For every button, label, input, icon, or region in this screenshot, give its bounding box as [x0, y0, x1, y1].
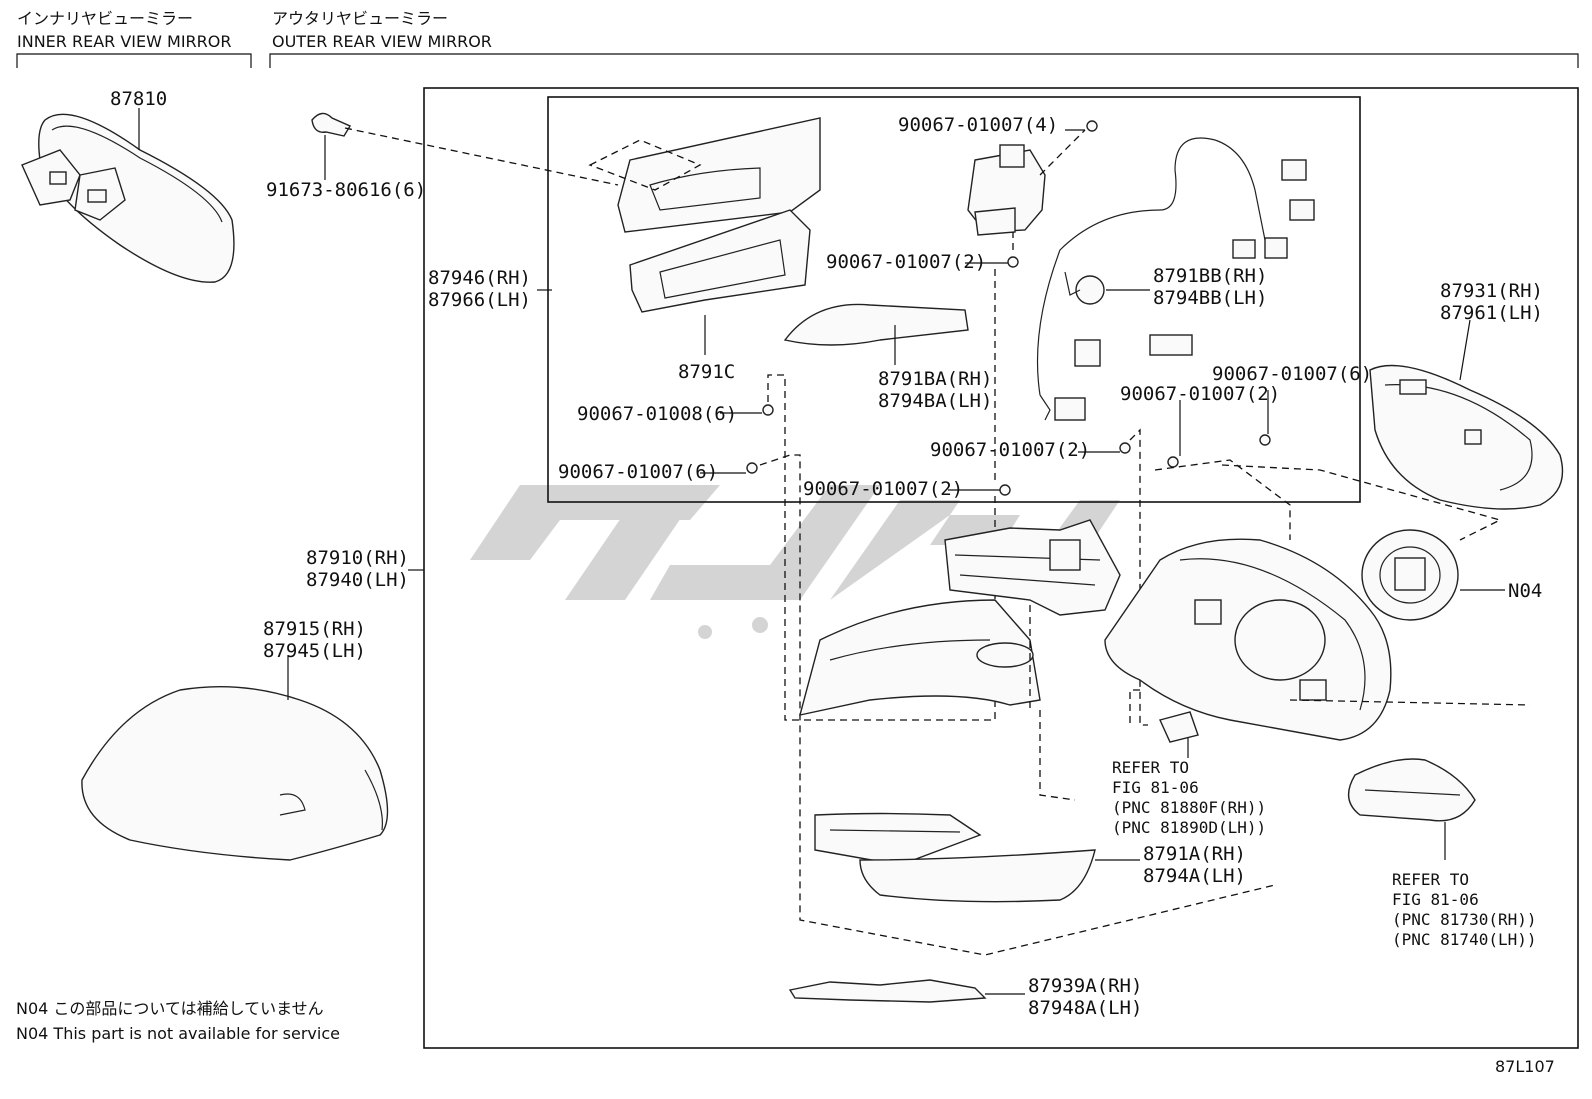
label-87940-lh: 87940(LH): [306, 569, 409, 591]
assembly-dash-lines: [1029, 605, 1531, 801]
label-90067-01007-6b: 90067-01007(6): [1212, 363, 1372, 385]
label-90067-01007-2c: 90067-01007(2): [930, 439, 1090, 461]
label-90067-01007-2d: 90067-01007(2): [1120, 383, 1280, 405]
heater-8791BA: [783, 303, 969, 365]
refer1-line3: (PNC 81880F(RH)): [1112, 798, 1266, 817]
label-87931-rh: 87931(RH): [1440, 280, 1543, 302]
inner-mirror-title-en: INNER REAR VIEW MIRROR: [17, 32, 232, 51]
label-90067-01007-6a: 90067-01007(6): [558, 461, 718, 483]
refer2-line3: (PNC 81730(RH)): [1392, 910, 1537, 929]
strip-87939A: [788, 979, 1025, 1003]
label-87961-lh: 87961(LH): [1440, 302, 1543, 324]
refer1-line1: REFER TO: [1112, 758, 1189, 777]
note-en: N04 This part is not available for servi…: [16, 1024, 340, 1043]
outer-mirror-frame: [423, 87, 1579, 1049]
mirror-cap-87915: [81, 655, 389, 861]
mirror-cover-87931: [1369, 319, 1564, 510]
refer2-line1: REFER TO: [1392, 870, 1469, 889]
mirror-base-assembly: [799, 519, 1121, 716]
mirror-motor: [967, 120, 1098, 236]
mirror-visor-housing: [1104, 538, 1392, 743]
header-brackets: [16, 53, 1579, 68]
figure-code: 87L107: [1495, 1057, 1555, 1076]
label-87946-rh: 87946(RH): [428, 267, 531, 289]
outer-mirror-title-jp: アウタリヤビューミラー: [272, 9, 448, 28]
mirror-holder-8791C: [629, 209, 811, 355]
refer2-line4: (PNC 81740(LH)): [1392, 930, 1537, 949]
refer1-line4: (PNC 81890D(LH)): [1112, 818, 1266, 837]
label-8791BA-rh: 8791BA(RH): [878, 368, 992, 390]
label-87939A-rh: 87939A(RH): [1028, 975, 1142, 997]
refer1-line2: FIG 81-06: [1112, 778, 1199, 797]
label-87945-lh: 87945(LH): [263, 640, 366, 662]
label-87948A-lh: 87948A(LH): [1028, 997, 1142, 1019]
label-87910-rh: 87910(RH): [306, 547, 409, 569]
label-90067-01008-6: 90067-01008(6): [577, 403, 737, 425]
label-87810: 87810: [110, 88, 167, 110]
label-8794A-lh: 8794A(LH): [1143, 865, 1246, 887]
label-87966-lh: 87966(LH): [428, 289, 531, 311]
label-8794BA-lh: 8794BA(LH): [878, 390, 992, 412]
label-8791A-rh: 8791A(RH): [1143, 843, 1246, 865]
label-90067-01007-4: 90067-01007(4): [898, 114, 1058, 136]
wire-harness-8791BB: [1036, 137, 1315, 421]
label-91673-80616: 91673-80616(6): [266, 179, 426, 201]
label-N04: N04: [1508, 580, 1542, 602]
outer-mirror-title-en: OUTER REAR VIEW MIRROR: [272, 32, 492, 51]
clip-91673: [311, 112, 619, 186]
label-90067-01007-2a: 90067-01007(2): [826, 251, 986, 273]
label-87915-rh: 87915(RH): [263, 618, 366, 640]
mirror-sub-assembly-frame: [547, 96, 1361, 503]
label-90067-01007-2b: 90067-01007(2): [803, 478, 963, 500]
turn-signal-lamp: [1347, 758, 1476, 860]
connector-block: [1149, 334, 1193, 356]
lower-lamp-8791A: [814, 812, 1140, 903]
motor-N04: [1361, 529, 1505, 621]
label-8794BB-lh: 8794BB(LH): [1153, 287, 1267, 309]
note-jp: N04 この部品については補給していません: [16, 999, 324, 1018]
inner-rear-view-mirror: [21, 108, 235, 283]
refer2-line2: FIG 81-06: [1392, 890, 1479, 909]
inner-mirror-title-jp: インナリヤビューミラー: [17, 9, 193, 28]
label-8791BB-rh: 8791BB(RH): [1153, 265, 1267, 287]
label-8791C: 8791C: [678, 361, 735, 383]
